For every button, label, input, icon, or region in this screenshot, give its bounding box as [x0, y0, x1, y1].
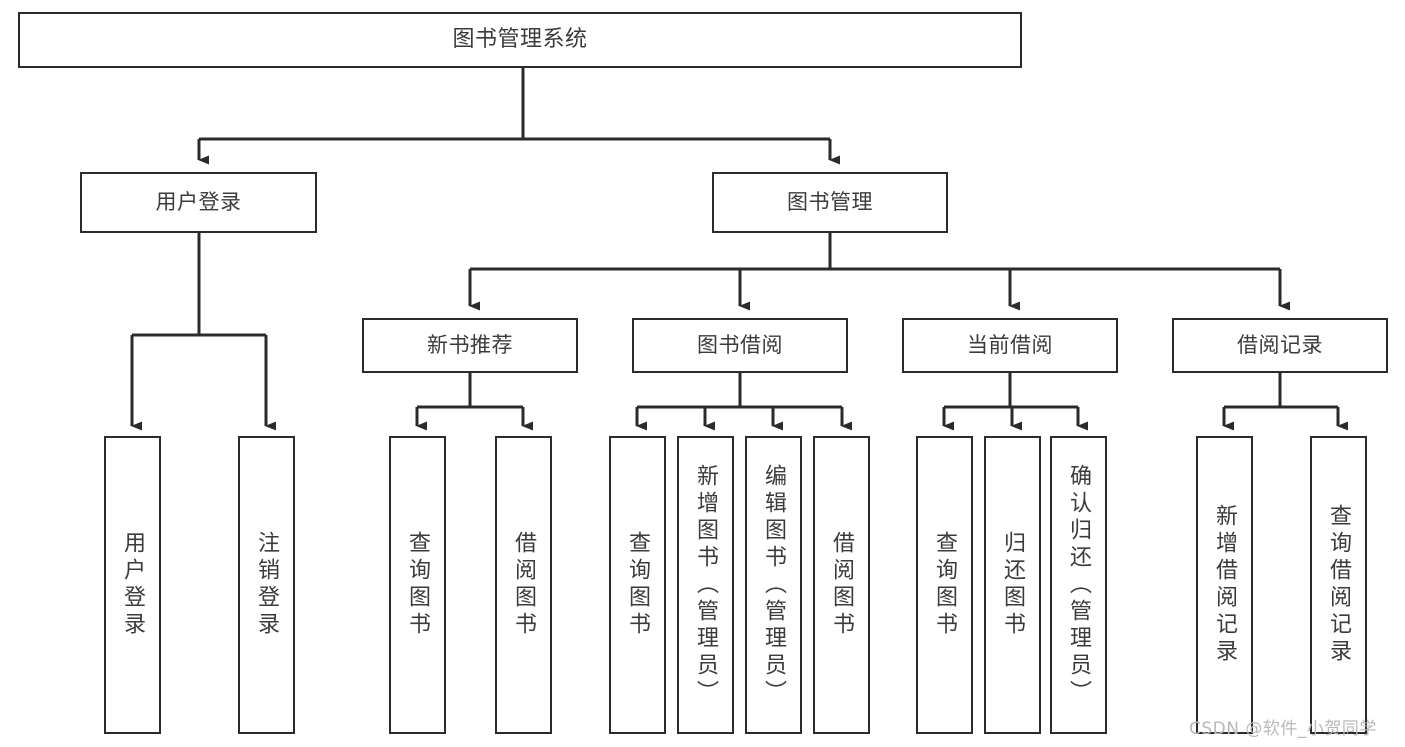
node-label: 查询图书: [625, 531, 651, 639]
leaf-return-book[interactable]: 归还图书: [984, 436, 1041, 734]
leaf-borrow-book-recommend[interactable]: 借阅图书: [495, 436, 552, 734]
node-label: 借阅图书: [829, 531, 855, 639]
leaf-add-borrow-record[interactable]: 新增借阅记录: [1196, 436, 1253, 734]
node-label: 图书管理系统: [452, 26, 588, 52]
node-label: 注销登录: [254, 531, 280, 639]
leaf-add-book-admin[interactable]: 新增图书（管理员）: [677, 436, 734, 734]
leaf-query-borrow-record[interactable]: 查询借阅记录: [1310, 436, 1367, 734]
node-current-borrow[interactable]: 当前借阅: [902, 318, 1118, 373]
node-label: 用户登录: [155, 189, 242, 214]
leaf-query-book-recommend[interactable]: 查询图书: [389, 436, 446, 734]
node-label: 当前借阅: [967, 332, 1053, 357]
node-label: 查询图书: [932, 531, 958, 639]
node-label: 用户登录: [120, 531, 146, 639]
node-label: 查询借阅记录: [1326, 504, 1352, 666]
node-label: 新增借阅记录: [1212, 504, 1238, 666]
node-label: 新增图书（管理员）: [693, 463, 719, 707]
node-book-borrow[interactable]: 图书借阅: [632, 318, 848, 373]
node-label: 新书推荐: [427, 332, 513, 357]
node-book-management[interactable]: 图书管理: [712, 172, 948, 233]
node-root-library-management-system[interactable]: 图书管理系统: [18, 12, 1022, 68]
node-label: 查询图书: [405, 531, 431, 639]
leaf-logout[interactable]: 注销登录: [238, 436, 295, 734]
node-label: 归还图书: [1000, 531, 1026, 639]
leaf-query-book-borrow[interactable]: 查询图书: [609, 436, 666, 734]
node-user-login[interactable]: 用户登录: [80, 172, 317, 233]
node-label: 图书管理: [787, 189, 873, 214]
csdn-watermark: CSDN @软件_小贺同学: [1189, 719, 1377, 739]
node-label: 确认归还（管理员）: [1066, 463, 1092, 707]
node-label: 借阅图书: [511, 531, 537, 639]
node-label: 图书借阅: [697, 332, 783, 357]
leaf-user-login[interactable]: 用户登录: [104, 436, 161, 734]
leaf-confirm-return-admin[interactable]: 确认归还（管理员）: [1050, 436, 1107, 734]
node-borrow-record[interactable]: 借阅记录: [1172, 318, 1388, 373]
node-label: 编辑图书（管理员）: [761, 463, 787, 707]
leaf-borrow-book[interactable]: 借阅图书: [813, 436, 870, 734]
leaf-query-book-current[interactable]: 查询图书: [916, 436, 973, 734]
leaf-edit-book-admin[interactable]: 编辑图书（管理员）: [745, 436, 802, 734]
node-new-book-recommend[interactable]: 新书推荐: [362, 318, 578, 373]
node-label: 借阅记录: [1237, 332, 1323, 357]
